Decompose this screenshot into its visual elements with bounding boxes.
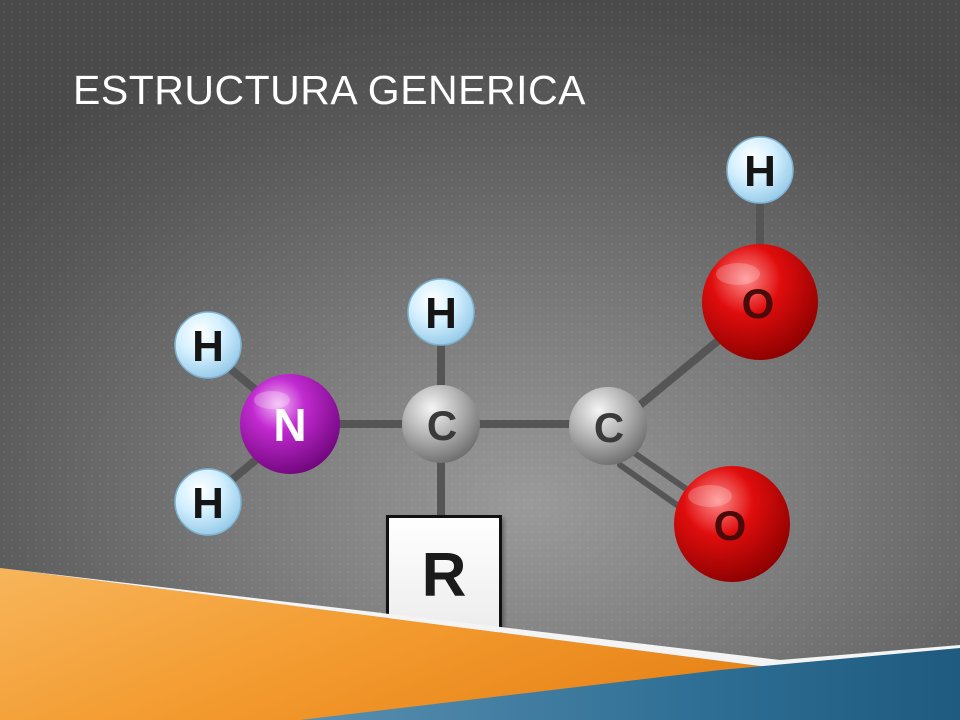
atom-o-carbonyl: O — [674, 466, 790, 582]
atom-h-amino-top: H — [174, 311, 242, 379]
atom-label: H — [192, 479, 224, 528]
atom-label: O — [714, 502, 747, 549]
atom-label: N — [273, 399, 306, 451]
atom-h-top-right: H — [726, 136, 794, 204]
atom-h-amino-bottom: H — [174, 468, 242, 536]
atom-label: H — [744, 147, 776, 196]
atom-label: O — [742, 280, 775, 327]
bond-c-o-double-b — [617, 462, 687, 513]
atom-h-alpha: H — [407, 278, 475, 346]
atom-label: C — [594, 404, 624, 451]
bond-o-c — [636, 331, 729, 409]
atom-c-alpha: C — [402, 385, 480, 463]
atom-label: H — [425, 289, 457, 338]
bond-c-o-double-a — [627, 447, 698, 498]
atom-c-carboxyl: C — [569, 387, 647, 465]
atom-label: C — [427, 402, 457, 449]
atom-label: H — [192, 322, 224, 371]
r-group-label: R — [421, 541, 467, 610]
atom-n-amino: N — [240, 374, 340, 474]
white-stripe — [0, 568, 960, 690]
atom-o-hydroxyl: O — [702, 244, 818, 360]
slide-title: ESTRUCTURA GENERICA — [73, 67, 586, 113]
blue-band — [300, 648, 960, 720]
